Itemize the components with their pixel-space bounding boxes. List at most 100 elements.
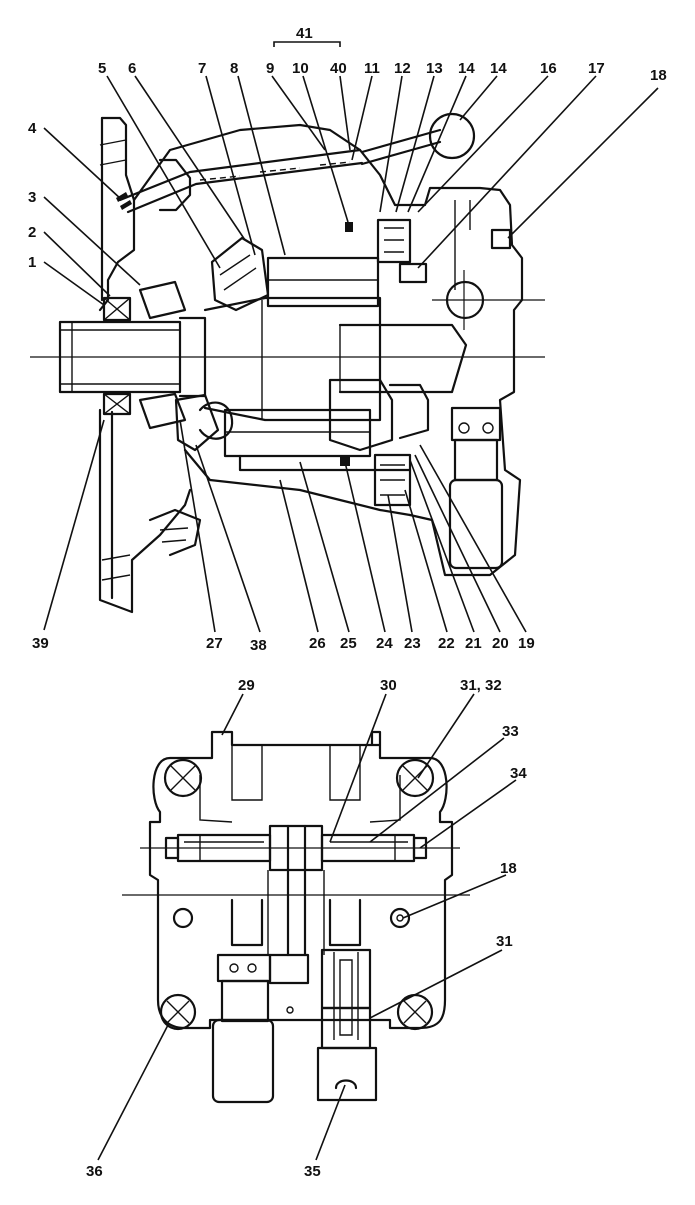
- front-bearing-lower: [102, 392, 132, 416]
- leader-31-32: [417, 693, 475, 779]
- leader-8: [237, 75, 286, 256]
- ball-joint-lower: [198, 401, 234, 440]
- callout-30: 30: [380, 677, 397, 694]
- callout-1: 1: [28, 254, 36, 271]
- bearing-upper-cross: [103, 297, 131, 321]
- brake-piston: [328, 378, 394, 452]
- leader-14b: [459, 75, 498, 121]
- lower-end-view: [122, 730, 470, 1104]
- flange-lower-outline: [98, 408, 192, 614]
- callout-11: 11: [364, 60, 380, 77]
- leader-4: [43, 127, 123, 201]
- callout-8: 8: [230, 60, 238, 77]
- plug-18: [389, 907, 411, 929]
- shaft-housing-lines: [267, 870, 325, 955]
- swash-shoe-lines: [219, 254, 257, 291]
- leader-17: [417, 75, 597, 269]
- callout-27: 27: [206, 635, 223, 652]
- center-shaft: [286, 824, 307, 957]
- lower-callout-leaders: [97, 693, 517, 1161]
- bolt-cross: [166, 1000, 190, 1024]
- housing-inner-lines: [454, 200, 471, 290]
- hatch-11: [345, 222, 353, 232]
- spool-details: [184, 835, 408, 861]
- callout-33: 33: [502, 723, 519, 740]
- rear-cover-outline: [408, 348, 522, 577]
- right-valve-spool: [333, 952, 359, 1040]
- lower-callout-labels: 29 30 31, 32 33 34 18 31 36 35: [86, 677, 527, 1180]
- leader-29: [221, 693, 244, 736]
- drain-tube-upper: [118, 148, 362, 202]
- drain-fitting-ring: [428, 112, 476, 160]
- end-plug-left: [164, 836, 180, 860]
- callout-16: 16: [540, 60, 557, 77]
- leader-10: [302, 75, 349, 223]
- callout-13: 13: [426, 60, 443, 77]
- leader-36: [97, 1024, 169, 1161]
- left-valve-clamp: [268, 953, 310, 985]
- leader-34: [419, 779, 517, 849]
- callout-10: 10: [292, 60, 309, 77]
- solenoid-upper: [448, 478, 504, 570]
- callout-14b: 14: [490, 60, 507, 77]
- leader-6: [134, 75, 246, 241]
- left-valve-cap: [216, 953, 272, 983]
- leader-25: [299, 461, 350, 633]
- port-bore: [445, 280, 485, 320]
- cylinder-block-body: [203, 296, 382, 422]
- piston-upper: [266, 256, 380, 308]
- drain-tube-lower: [126, 161, 364, 214]
- check-valve-cap: [450, 406, 502, 442]
- upper-callout-labels: 41 1 2 3 4 5 6 7 8 9 10 40 11 12 13 14 1…: [28, 25, 667, 654]
- callout-24: 24: [376, 635, 393, 652]
- left-cap-bolt-2: [247, 963, 257, 973]
- callout-23: 23: [404, 635, 421, 652]
- callout-40: 40: [330, 60, 347, 77]
- leader-30: [329, 693, 387, 843]
- clamp-screw: [286, 1006, 294, 1014]
- corner-bolt-top-left: [163, 758, 203, 798]
- callout-38: 38: [250, 637, 267, 654]
- callout-26: 26: [309, 635, 326, 652]
- bearing-lower-cross: [103, 393, 131, 415]
- leader-20: [414, 454, 501, 633]
- end-plug-right: [412, 836, 428, 860]
- callout-18: 18: [650, 67, 667, 84]
- bolt-ring: [395, 758, 435, 798]
- relief-valve-lines: [380, 464, 405, 496]
- leader-35: [315, 1084, 346, 1161]
- leader-9: [271, 75, 326, 151]
- callout-20: 20: [492, 635, 509, 652]
- bolt-cross: [170, 765, 196, 791]
- upper-port-bosses: [231, 745, 361, 801]
- leader-13: [395, 75, 435, 213]
- hatch-24: [340, 456, 350, 466]
- leader-18: [507, 87, 659, 239]
- drain-hose: [360, 128, 442, 166]
- plug-18-upper: [490, 228, 512, 250]
- housing-boss: [158, 158, 192, 212]
- callout-6: 6: [128, 60, 136, 77]
- spool-center: [268, 824, 324, 872]
- right-valve-neck: [328, 898, 362, 947]
- leader-21: [409, 459, 475, 633]
- leader-2: [43, 231, 111, 297]
- leader-5: [106, 75, 221, 269]
- right-valve-lower: [320, 1006, 372, 1050]
- valve-block-upper: [376, 218, 412, 264]
- output-shaft: [58, 320, 182, 394]
- leader-16: [417, 75, 549, 213]
- housing-upper-outline: [132, 123, 524, 352]
- port-left: [172, 907, 194, 929]
- plug-18-center: [396, 914, 404, 922]
- front-bearing-upper: [102, 296, 132, 322]
- callout-35: 35: [304, 1163, 321, 1180]
- callout-34: 34: [510, 765, 527, 782]
- left-valve-neck: [230, 898, 264, 947]
- valve-block-upper-lines: [384, 227, 404, 253]
- leader-11: [351, 75, 373, 161]
- shaft-shoulder: [178, 316, 207, 398]
- left-valve-body: [220, 979, 270, 1023]
- leader-38: [195, 444, 261, 633]
